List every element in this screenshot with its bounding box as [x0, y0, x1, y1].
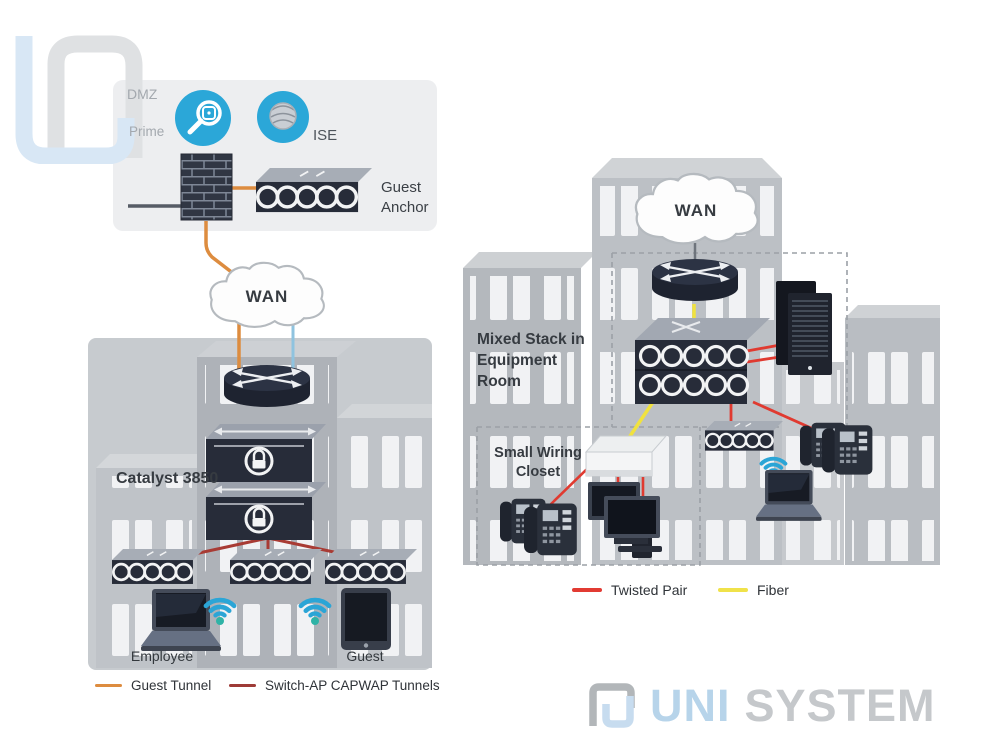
guest-tunnel-swatch	[95, 683, 122, 688]
ip-phone	[524, 503, 577, 556]
guest-anchor-label: Guest Anchor	[381, 179, 429, 216]
uni-system-watermark: UNI SYSTEM	[586, 680, 936, 732]
prime-icon	[175, 90, 231, 146]
wlc-guest-anchor	[254, 166, 374, 214]
twisted-pair-swatch	[572, 588, 602, 592]
ise-label: ISE	[313, 127, 338, 144]
guest-label: Guest	[346, 648, 384, 664]
router-right	[650, 257, 740, 303]
uni-logo-icon	[589, 683, 635, 728]
room-boundary-dashed	[476, 252, 848, 566]
access-point	[323, 547, 419, 586]
wan-label-right: WAN	[674, 201, 718, 220]
access-point	[703, 419, 785, 452]
guest-tablet	[341, 588, 391, 650]
prime-label: Prime	[129, 124, 165, 139]
employee-laptop	[141, 589, 221, 651]
legend-fiber: Fiber	[718, 582, 789, 598]
brand-uni: UNI	[650, 680, 731, 731]
catalyst-3850-stack-unit	[204, 422, 328, 484]
uni-logo-watermark-large	[15, 35, 143, 164]
twisted-pair-line	[548, 465, 591, 507]
laptop	[756, 470, 822, 521]
router-left	[222, 363, 312, 409]
access-point	[228, 547, 324, 586]
brand-system: SYSTEM	[744, 680, 936, 731]
capwap-swatch	[229, 683, 256, 688]
wan-cloud-right	[634, 172, 759, 245]
wiring-closet-label: Small Wiring Closet	[494, 445, 582, 480]
legend-guest-tunnel: Guest Tunnel	[95, 678, 211, 693]
desktop-pcs	[588, 482, 662, 558]
mixed-stack-switch	[635, 318, 770, 404]
ise-globe-icon	[257, 91, 309, 143]
server-icon	[776, 281, 832, 375]
catalyst-3850-stack-unit	[204, 480, 328, 542]
legend-twisted-pair: Twisted Pair	[572, 582, 687, 598]
wan-cloud-left	[209, 261, 325, 329]
wan-label-left: WAN	[245, 287, 289, 306]
guest-tunnel-line	[204, 221, 236, 276]
fiber-swatch	[718, 588, 748, 592]
ip-phone	[822, 425, 873, 475]
catalyst-3850-label: Catalyst 3850	[116, 470, 219, 487]
firewall-icon	[180, 153, 233, 221]
legend-capwap: Switch-AP CAPWAP Tunnels	[229, 678, 440, 693]
twisted-pair-line	[746, 343, 781, 364]
employee-label: Employee	[130, 648, 194, 664]
white-switch	[584, 435, 668, 477]
access-point	[110, 547, 206, 586]
dmz-label: DMZ	[127, 86, 158, 102]
mixed-stack-label: Mixed Stack in Equipment Room	[477, 331, 585, 390]
